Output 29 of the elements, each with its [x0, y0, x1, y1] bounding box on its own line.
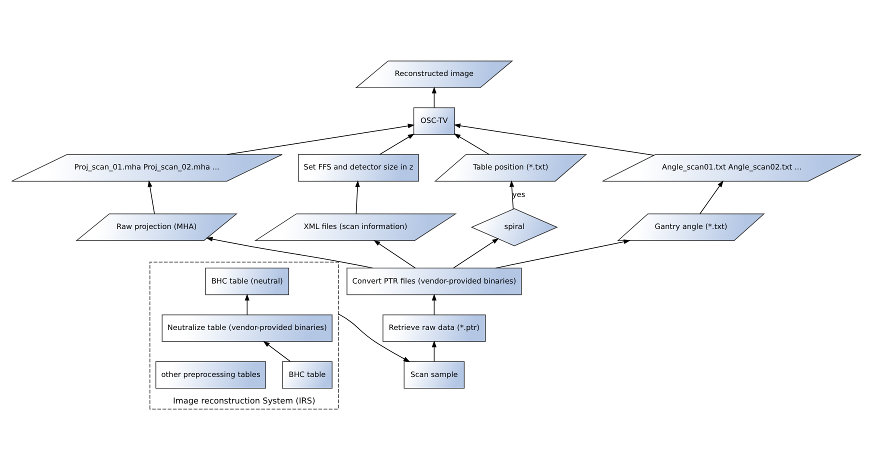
arrow: [509, 180, 514, 210]
arrow: [432, 294, 437, 315]
arrow: [244, 294, 250, 315]
node-box: Set FFS and detector size in z: [298, 154, 419, 182]
node-box: Scan sample: [404, 361, 465, 389]
arrow: [432, 340, 437, 362]
edge-label: yes: [512, 190, 526, 199]
arrow: [206, 236, 374, 268]
node-box: other preprocessing tables: [155, 361, 266, 389]
arrow: [454, 133, 490, 155]
arrow: [263, 340, 291, 362]
arrow: [700, 180, 724, 214]
arrow: [338, 314, 410, 362]
node-box: Neutralize table (vendor-provided binaries): [162, 314, 332, 342]
arrow: [495, 239, 630, 268]
arrow: [226, 124, 415, 155]
arrow: [355, 180, 360, 214]
arrow: [148, 180, 155, 214]
arrow: [454, 124, 654, 156]
node-diamond: spiral: [470, 208, 558, 246]
node-box: Convert PTR files (vendor-provided binaries): [346, 268, 522, 296]
arrow: [379, 134, 415, 155]
node-box: OSC-TV: [413, 107, 455, 135]
node-box: BHC table (neutral): [205, 268, 290, 296]
node-box: BHC table: [282, 361, 332, 389]
arrow: [432, 86, 437, 108]
node-box: Retrieve raw data (*.ptr): [382, 314, 486, 342]
arrow: [374, 240, 416, 268]
arrow: [453, 238, 499, 268]
